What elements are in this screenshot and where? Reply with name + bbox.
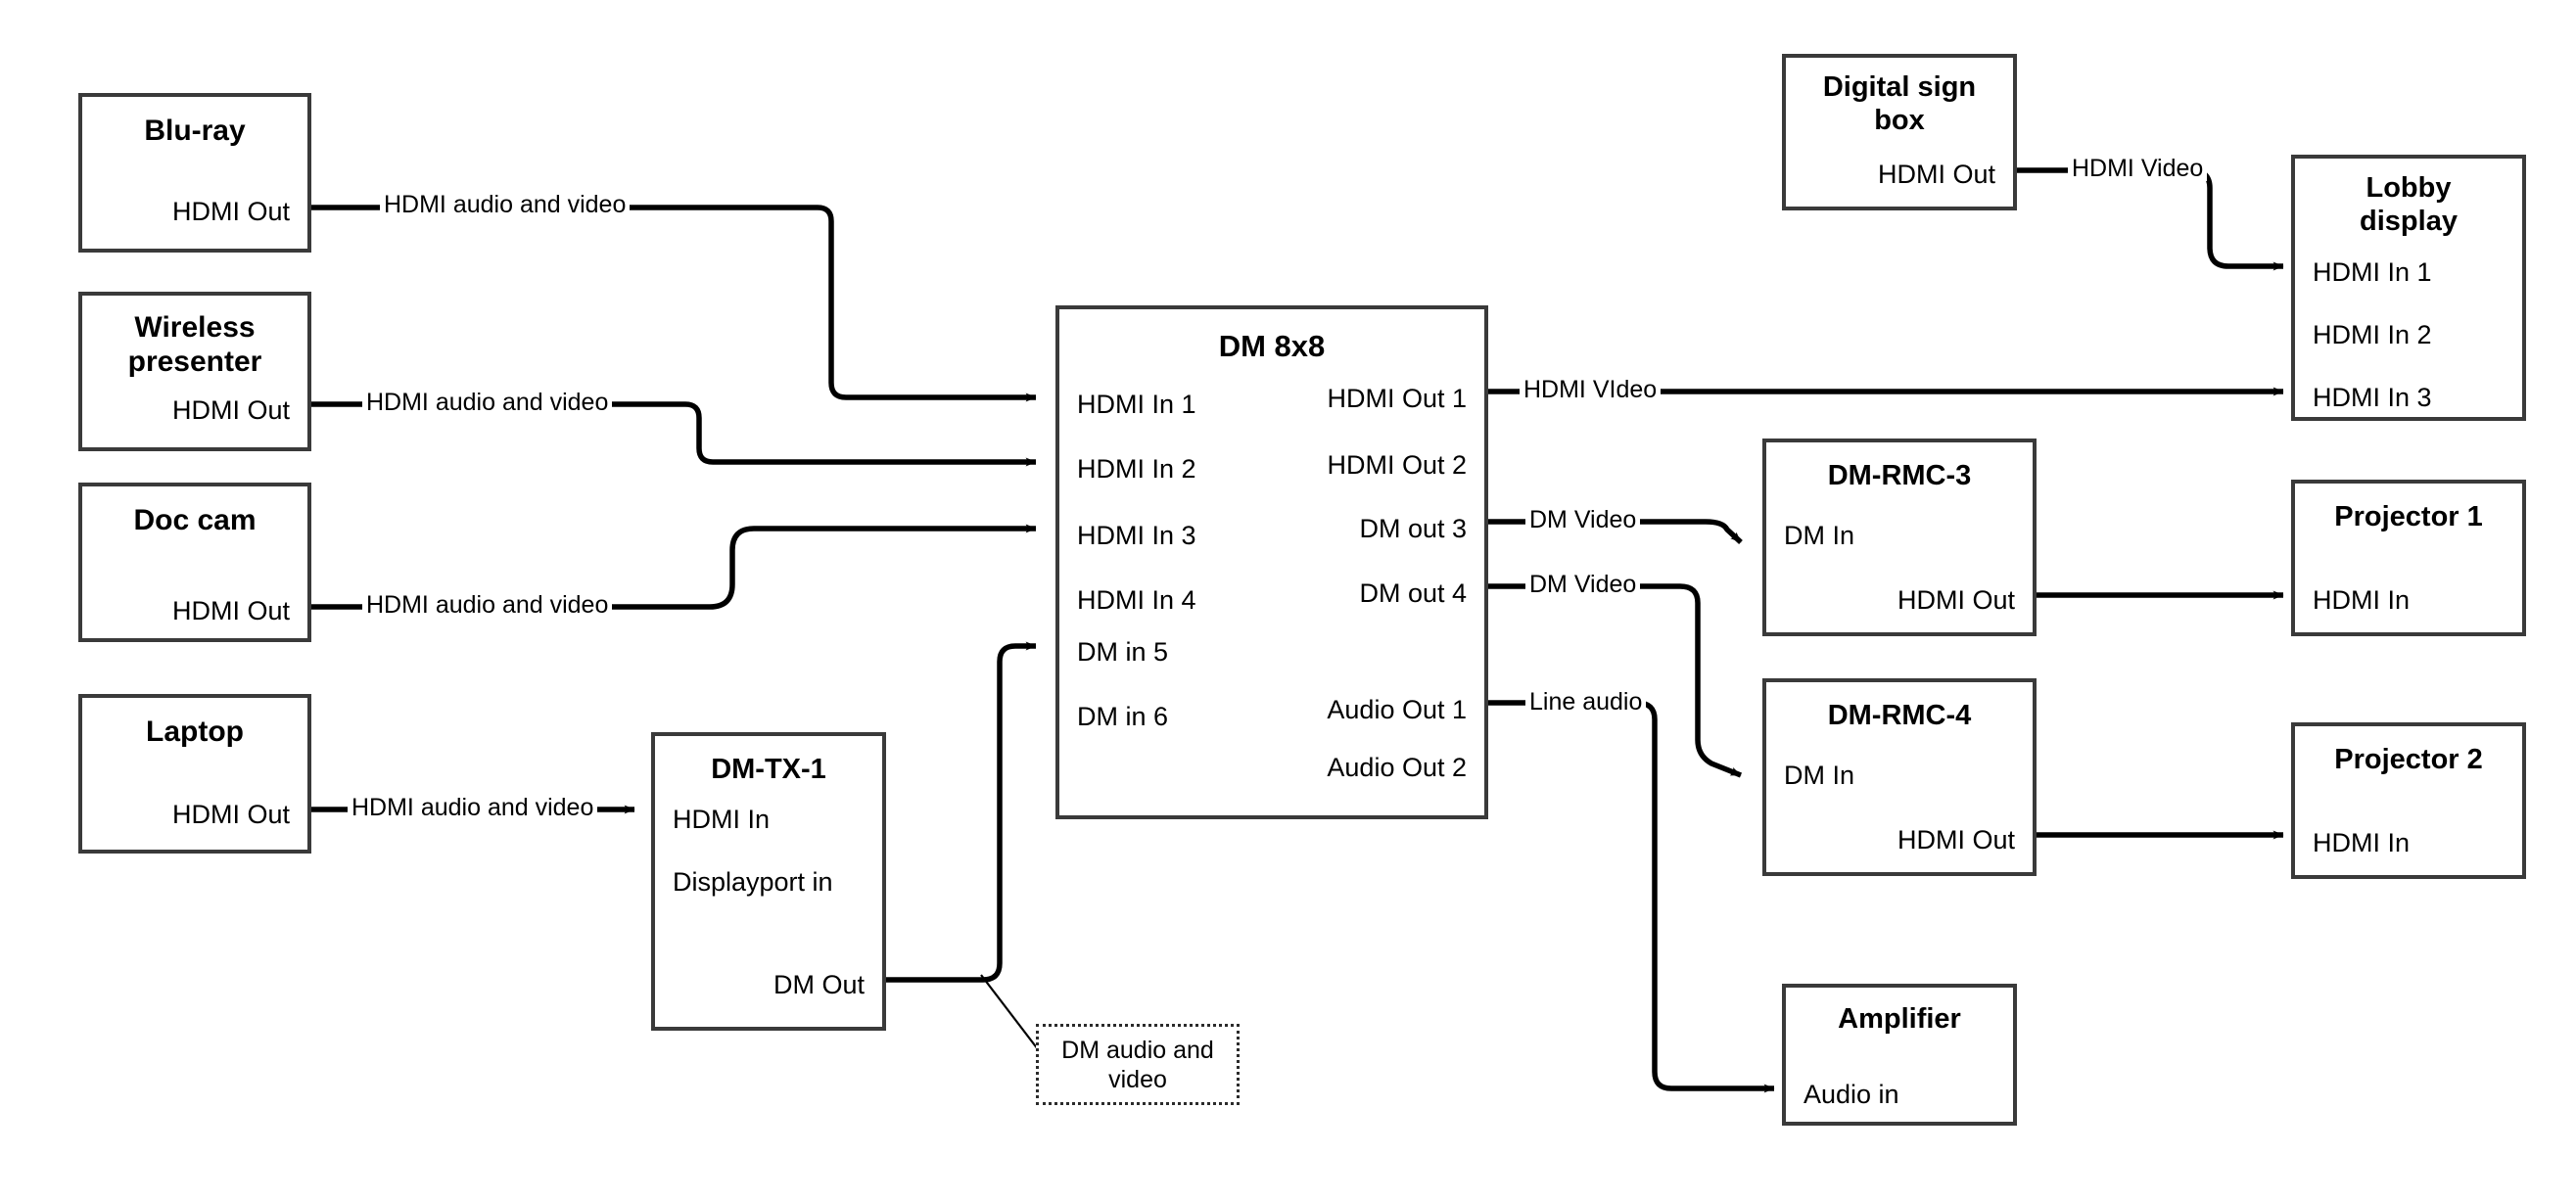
port-hdmi-in-2: HDMI In 2 [1077, 454, 1196, 484]
node-title: Digital sign box [1822, 71, 1977, 136]
port-hdmi-out: HDMI Out [1897, 585, 2015, 615]
wire-label-dmout3-to-rmc3: DM Video [1525, 508, 1641, 532]
port-dm-out-4: DM out 4 [1359, 578, 1467, 608]
node-bluray[interactable]: Blu-ray HDMI Out [78, 93, 311, 253]
wire-label-laptop-to-tx1: HDMI audio and video [348, 796, 598, 820]
port-hdmi-out: HDMI Out [171, 197, 290, 226]
port-hdmi-out: HDMI Out [1877, 160, 1995, 189]
port-dm-in-5: DM in 5 [1077, 637, 1169, 667]
port-displayport-in: Displayport in [673, 867, 833, 897]
wire-signbox-to-lobby1 [2017, 167, 2284, 271]
port-hdmi-in-2: HDMI In 2 [2313, 320, 2432, 349]
node-title: Amplifier [1838, 1003, 1961, 1035]
node-digital-sign-box[interactable]: Digital sign box HDMI Out [1782, 54, 2017, 210]
port-hdmi-in-1: HDMI In 1 [1077, 390, 1196, 419]
node-projector-1[interactable]: Projector 1 HDMI In [2291, 480, 2526, 636]
wire-label-signbox-to-lobby1: HDMI Video [2068, 157, 2208, 181]
port-dm-in: DM In [1784, 521, 1855, 550]
node-wireless-presenter[interactable]: Wireless presenter HDMI Out [78, 292, 311, 451]
node-title: Lobby display [2360, 172, 2458, 237]
wire-label-wireless-to-in2: HDMI audio and video [362, 391, 613, 415]
callout-leader-line [980, 974, 1039, 1050]
callout-dm-audio-and-video: DM audio and video [1036, 1024, 1240, 1105]
node-title: Projector 1 [2334, 501, 2483, 532]
node-title: DM 8x8 [1218, 329, 1326, 363]
node-title: Blu-ray [144, 115, 246, 147]
wire-audioout1-to-amp [1488, 700, 1775, 1093]
port-dm-out: DM Out [773, 970, 865, 999]
node-dm-rmc-3[interactable]: DM-RMC-3 DM In HDMI Out [1762, 439, 2037, 636]
port-hdmi-in: HDMI In [2313, 585, 2411, 615]
port-audio-out-2: Audio Out 2 [1327, 753, 1467, 782]
node-title: DM-RMC-3 [1827, 460, 1972, 491]
node-doc-cam[interactable]: Doc cam HDMI Out [78, 483, 311, 642]
port-dm-in-6: DM in 6 [1077, 702, 1169, 731]
port-dm-out-3: DM out 3 [1359, 514, 1467, 543]
node-laptop[interactable]: Laptop HDMI Out [78, 694, 311, 854]
port-hdmi-out: HDMI Out [171, 596, 290, 625]
wire-label-bluray-to-in1: HDMI audio and video [380, 193, 631, 217]
port-audio-out-1: Audio Out 1 [1327, 695, 1467, 724]
node-title: Doc cam [133, 504, 257, 536]
node-lobby-display[interactable]: Lobby display HDMI In 1 HDMI In 2 HDMI I… [2291, 155, 2526, 421]
node-amplifier[interactable]: Amplifier Audio in [1782, 984, 2017, 1126]
node-dm-rmc-4[interactable]: DM-RMC-4 DM In HDMI Out [1762, 678, 2037, 876]
port-dm-in: DM In [1784, 761, 1855, 790]
port-hdmi-in-4: HDMI In 4 [1077, 585, 1196, 615]
port-hdmi-in: HDMI In [673, 805, 771, 834]
node-title: DM-TX-1 [711, 754, 826, 785]
node-title: Wireless presenter [127, 311, 262, 378]
node-dm-tx-1[interactable]: DM-TX-1 HDMI In Displayport in DM Out [651, 732, 886, 1031]
callout-text: DM audio and video [1061, 1036, 1214, 1093]
wire-label-hdmiout1-to-lobby3: HDMI VIdeo [1520, 378, 1662, 402]
wire-bluray-to-in1 [311, 205, 1037, 402]
port-hdmi-out-1: HDMI Out 1 [1327, 384, 1467, 413]
port-audio-in: Audio in [1803, 1080, 1899, 1109]
node-dm-8x8[interactable]: DM 8x8 HDMI In 1 HDMI In 2 HDMI In 3 HDM… [1055, 305, 1488, 819]
wire-dmout4-to-rmc4 [1488, 583, 1743, 778]
port-hdmi-out: HDMI Out [171, 800, 290, 829]
port-hdmi-out: HDMI Out [171, 395, 290, 425]
port-hdmi-in-3: HDMI In 3 [2313, 383, 2432, 412]
wire-tx1-to-dmin5 [886, 641, 1037, 983]
port-hdmi-in-1: HDMI In 1 [2313, 257, 2432, 287]
port-hdmi-in-3: HDMI In 3 [1077, 521, 1196, 550]
node-title: DM-RMC-4 [1827, 700, 1972, 731]
wire-label-dmout4-to-rmc4: DM Video [1525, 573, 1641, 597]
wire-label-audioout1-to-amp: Line audio [1525, 690, 1647, 715]
node-projector-2[interactable]: Projector 2 HDMI In [2291, 722, 2526, 879]
port-hdmi-out: HDMI Out [1897, 825, 2015, 855]
port-hdmi-out-2: HDMI Out 2 [1327, 450, 1467, 480]
node-title: Projector 2 [2334, 744, 2483, 775]
wire-label-doccam-to-in3: HDMI audio and video [362, 593, 613, 618]
port-hdmi-in: HDMI In [2313, 828, 2411, 857]
node-title: Laptop [146, 716, 244, 748]
